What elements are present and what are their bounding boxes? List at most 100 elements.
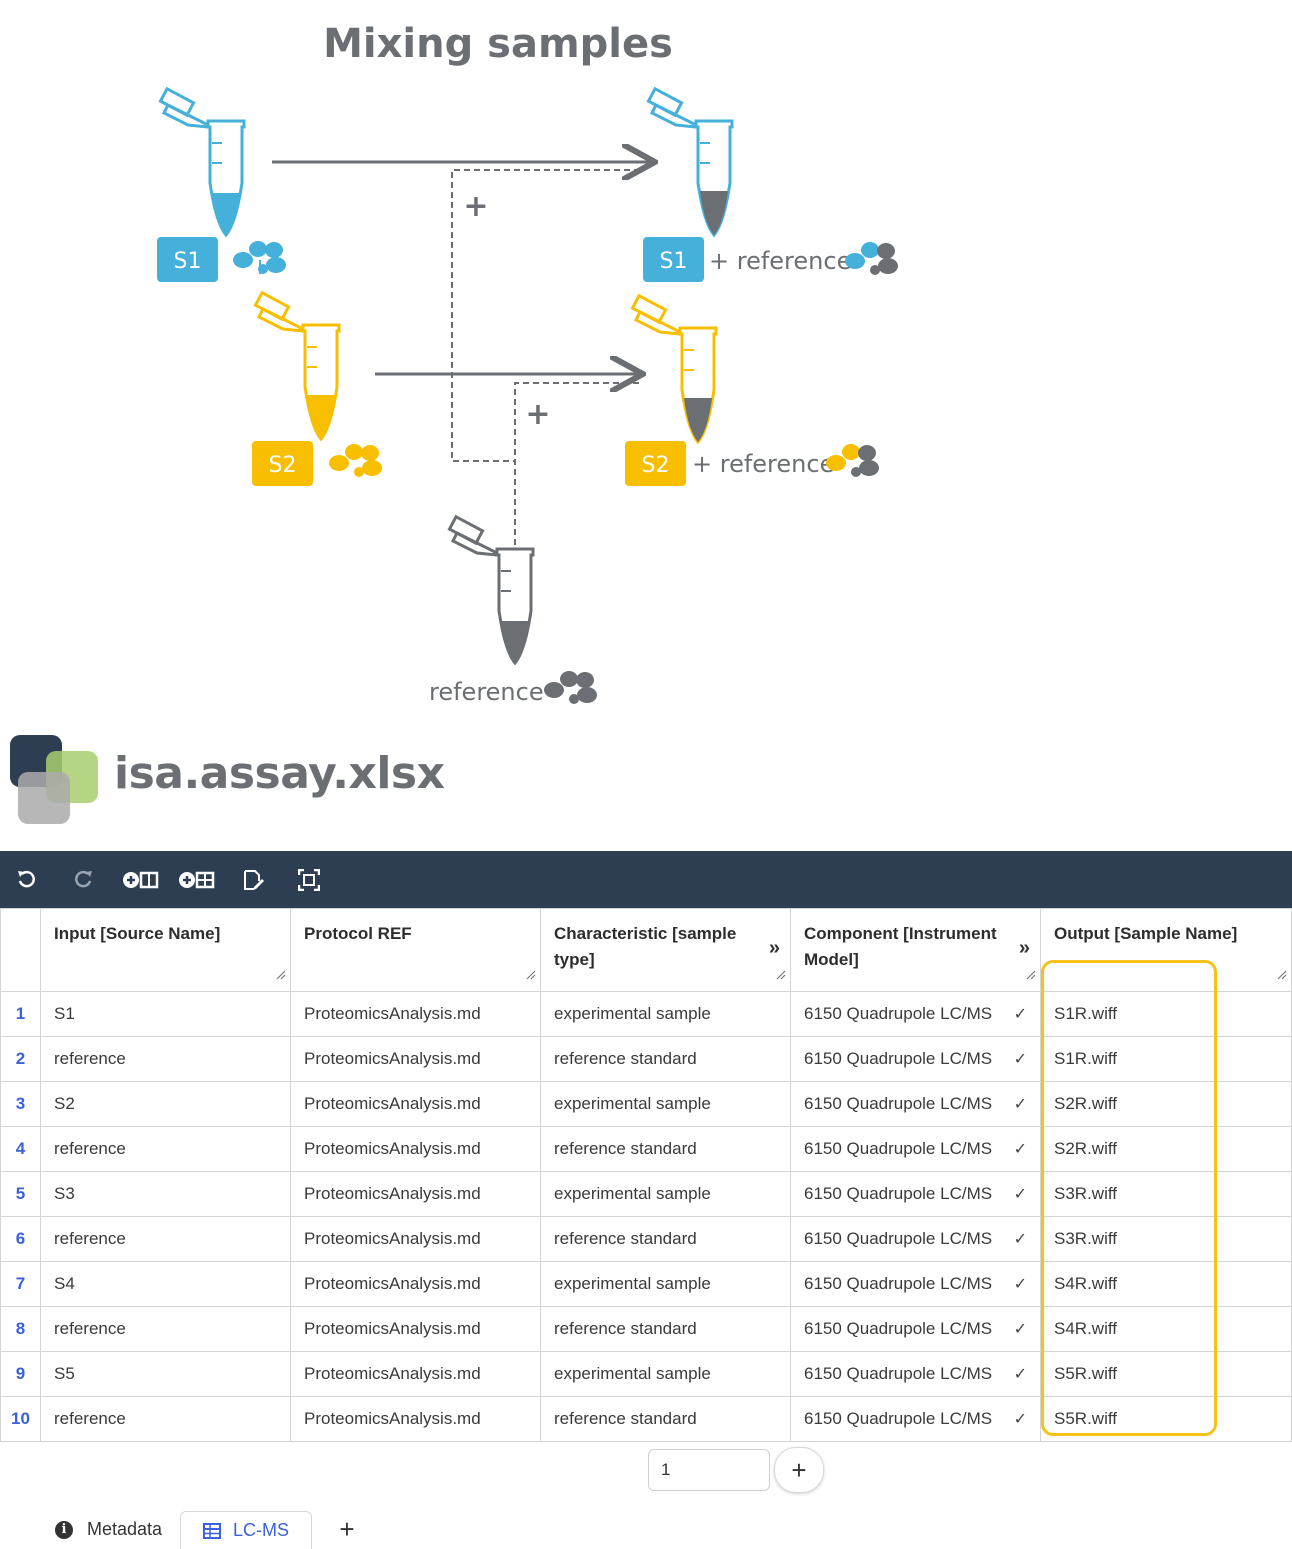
cell-sample-type[interactable]: experimental sample xyxy=(540,1171,791,1217)
row-number[interactable]: 3 xyxy=(0,1081,41,1127)
row-number[interactable]: 10 xyxy=(0,1396,41,1442)
table-row: 10 reference ProteomicsAnalysis.md refer… xyxy=(0,1396,1292,1442)
add-rows-button[interactable]: + xyxy=(774,1447,824,1493)
cell-sample-type[interactable]: experimental sample xyxy=(540,1261,791,1307)
cell-sample-type[interactable]: reference standard xyxy=(540,1306,791,1352)
tube-reference-icon xyxy=(447,514,535,666)
cell-instrument[interactable]: 6150 Quadrupole LC/MS✓ xyxy=(790,1126,1041,1172)
cell-instrument[interactable]: 6150 Quadrupole LC/MS✓ xyxy=(790,1081,1041,1127)
isa-logo-icon xyxy=(8,733,100,828)
cell-input[interactable]: S5 xyxy=(40,1351,291,1397)
resize-handle-icon[interactable] xyxy=(776,962,786,988)
cell-protocol[interactable]: ProteomicsAnalysis.md xyxy=(290,1396,541,1442)
row-number[interactable]: 4 xyxy=(0,1126,41,1172)
cell-instrument[interactable]: 6150 Quadrupole LC/MS✓ xyxy=(790,1396,1041,1442)
cell-input[interactable]: reference xyxy=(40,1036,291,1082)
dashed-reference-lines xyxy=(451,169,640,545)
cell-protocol[interactable]: ProteomicsAnalysis.md xyxy=(290,1036,541,1082)
check-icon: ✓ xyxy=(1013,1411,1027,1428)
cell-output[interactable]: S5R.wiff xyxy=(1040,1396,1292,1442)
cell-protocol[interactable]: ProteomicsAnalysis.md xyxy=(290,1261,541,1307)
row-number[interactable]: 6 xyxy=(0,1216,41,1262)
column-header-input-source-name[interactable]: Input [Source Name] xyxy=(40,908,291,992)
cell-input[interactable]: reference xyxy=(40,1126,291,1172)
fit-view-icon[interactable] xyxy=(292,863,326,897)
svg-text:S1: S1 xyxy=(174,249,202,274)
row-number[interactable]: 2 xyxy=(0,1036,41,1082)
cell-instrument[interactable]: 6150 Quadrupole LC/MS✓ xyxy=(790,1171,1041,1217)
row-number[interactable]: 7 xyxy=(0,1261,41,1307)
row-number[interactable]: 1 xyxy=(0,991,41,1037)
cell-output[interactable]: S4R.wiff xyxy=(1040,1306,1292,1352)
resize-handle-icon[interactable] xyxy=(1026,962,1036,988)
add-column-icon[interactable] xyxy=(120,863,160,897)
expand-column-icon[interactable]: » xyxy=(1018,937,1030,959)
undo-icon[interactable] xyxy=(10,863,44,897)
cell-output[interactable]: S4R.wiff xyxy=(1040,1261,1292,1307)
cell-output[interactable]: S1R.wiff xyxy=(1040,991,1292,1037)
redo-icon[interactable] xyxy=(66,863,100,897)
column-header-characteristic-sample-type[interactable]: Characteristic [sample type]» xyxy=(540,908,791,992)
add-tab-button[interactable]: + xyxy=(339,1514,355,1544)
cell-output[interactable]: S2R.wiff xyxy=(1040,1081,1292,1127)
tube-s2-mixed-icon xyxy=(630,293,718,445)
column-header-output-sample-name[interactable]: Output [Sample Name] xyxy=(1040,908,1292,992)
cell-protocol[interactable]: ProteomicsAnalysis.md xyxy=(290,1126,541,1172)
cell-sample-type[interactable]: reference standard xyxy=(540,1396,791,1442)
cell-sample-type[interactable]: reference standard xyxy=(540,1216,791,1262)
cell-protocol[interactable]: ProteomicsAnalysis.md xyxy=(290,1081,541,1127)
table-row: 1 S1 ProteomicsAnalysis.md experimental … xyxy=(0,991,1292,1037)
cell-input[interactable]: S4 xyxy=(40,1261,291,1307)
cell-sample-type[interactable]: experimental sample xyxy=(540,991,791,1037)
resize-handle-icon[interactable] xyxy=(1277,962,1287,988)
cell-sample-type[interactable]: experimental sample xyxy=(540,1351,791,1397)
mixing-samples-diagram: Mixing samples + + S1 xyxy=(157,21,898,706)
cell-output[interactable]: S3R.wiff xyxy=(1040,1216,1292,1262)
column-header-component-instrument-model[interactable]: Component [Instrument Model]» xyxy=(790,908,1041,992)
s1-reference-suffix: + reference xyxy=(709,247,851,275)
plus-sign-bottom: + xyxy=(525,397,550,432)
cell-sample-type[interactable]: reference standard xyxy=(540,1036,791,1082)
label-s2-left: S2 xyxy=(252,441,313,486)
cell-output[interactable]: S5R.wiff xyxy=(1040,1351,1292,1397)
cell-instrument[interactable]: 6150 Quadrupole LC/MS✓ xyxy=(790,1036,1041,1082)
cell-protocol[interactable]: ProteomicsAnalysis.md xyxy=(290,1351,541,1397)
edit-file-icon[interactable] xyxy=(236,863,270,897)
cell-instrument[interactable]: 6150 Quadrupole LC/MS✓ xyxy=(790,1351,1041,1397)
column-header-protocol-ref[interactable]: Protocol REF xyxy=(290,908,541,992)
tab-lc-ms[interactable]: LC-MS xyxy=(180,1511,312,1549)
cell-input[interactable]: S3 xyxy=(40,1171,291,1217)
rows-to-add-input[interactable] xyxy=(648,1449,770,1491)
cell-protocol[interactable]: ProteomicsAnalysis.md xyxy=(290,991,541,1037)
mixed-plant-icon xyxy=(845,242,898,275)
cell-sample-type[interactable]: experimental sample xyxy=(540,1081,791,1127)
check-icon: ✓ xyxy=(1013,1186,1027,1203)
cell-protocol[interactable]: ProteomicsAnalysis.md xyxy=(290,1171,541,1217)
resize-handle-icon[interactable] xyxy=(276,962,286,988)
cell-output[interactable]: S3R.wiff xyxy=(1040,1171,1292,1217)
resize-handle-icon[interactable] xyxy=(526,962,536,988)
cell-input[interactable]: reference xyxy=(40,1216,291,1262)
expand-column-icon[interactable]: » xyxy=(768,937,780,959)
cell-protocol[interactable]: ProteomicsAnalysis.md xyxy=(290,1306,541,1352)
cell-instrument[interactable]: 6150 Quadrupole LC/MS✓ xyxy=(790,991,1041,1037)
row-number[interactable]: 8 xyxy=(0,1306,41,1352)
cell-input[interactable]: S2 xyxy=(40,1081,291,1127)
cell-input[interactable]: reference xyxy=(40,1306,291,1352)
cell-output[interactable]: S2R.wiff xyxy=(1040,1126,1292,1172)
row-number[interactable]: 9 xyxy=(0,1351,41,1397)
label-s1-left: S1 xyxy=(157,237,218,282)
cell-instrument[interactable]: 6150 Quadrupole LC/MS✓ xyxy=(790,1306,1041,1352)
row-number[interactable]: 5 xyxy=(0,1171,41,1217)
cell-input[interactable]: S1 xyxy=(40,991,291,1037)
cell-output[interactable]: S1R.wiff xyxy=(1040,1036,1292,1082)
cell-instrument[interactable]: 6150 Quadrupole LC/MS✓ xyxy=(790,1261,1041,1307)
svg-text:S2: S2 xyxy=(642,453,670,478)
cell-protocol[interactable]: ProteomicsAnalysis.md xyxy=(290,1216,541,1262)
tab-metadata[interactable]: i Metadata xyxy=(55,1511,170,1548)
cell-instrument[interactable]: 6150 Quadrupole LC/MS✓ xyxy=(790,1216,1041,1262)
cell-input[interactable]: reference xyxy=(40,1396,291,1442)
svg-text:S1: S1 xyxy=(660,249,688,274)
cell-sample-type[interactable]: reference standard xyxy=(540,1126,791,1172)
add-rows-icon[interactable] xyxy=(176,863,216,897)
